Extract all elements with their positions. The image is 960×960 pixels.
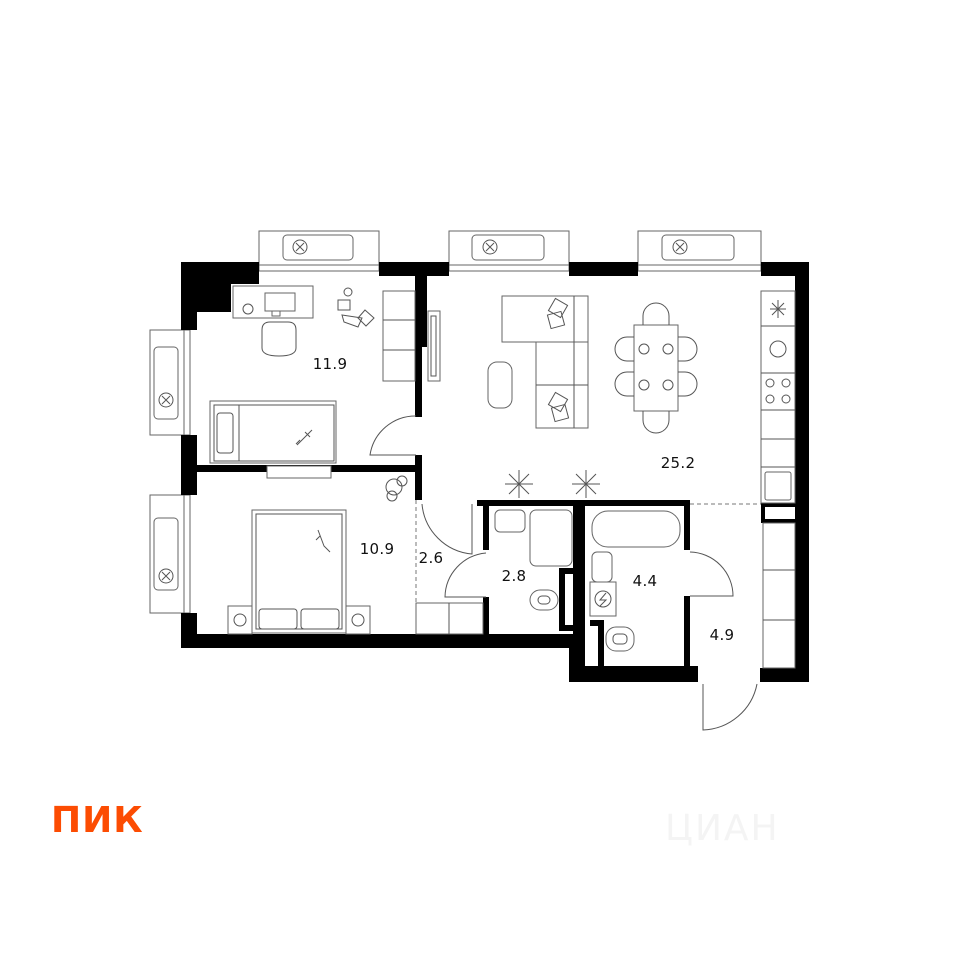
sink-icon xyxy=(764,471,792,501)
chair xyxy=(261,321,297,357)
hob-icon xyxy=(765,378,775,388)
washbasin-icon xyxy=(591,551,613,583)
toys xyxy=(337,287,375,328)
area-label-bedroom: 10.9 xyxy=(359,540,395,558)
coffee-table xyxy=(487,361,513,409)
dining-table xyxy=(614,302,698,434)
washer-icon xyxy=(769,340,787,358)
window-top-2 xyxy=(448,230,570,272)
bathroom-shower-fixtures xyxy=(494,509,573,611)
radiator xyxy=(266,465,332,479)
single-bed xyxy=(209,400,337,464)
hall-wardrobe xyxy=(762,522,796,669)
desk xyxy=(232,285,314,319)
electric-panel-icon xyxy=(589,581,617,617)
shower-icon xyxy=(529,509,573,567)
toilet-icon xyxy=(605,626,635,652)
nightstands xyxy=(227,605,371,635)
area-label-bathroom-shower: 2.8 xyxy=(501,567,527,585)
washbasin-icon xyxy=(494,509,526,533)
sofa xyxy=(501,295,589,429)
toilet-icon xyxy=(529,589,559,611)
fridge-icon xyxy=(770,300,786,318)
bathtub-icon xyxy=(591,510,681,548)
kitchen-counter xyxy=(760,290,796,504)
window-left-1 xyxy=(149,329,191,436)
area-label-bathroom-tub: 4.4 xyxy=(632,572,658,590)
doors xyxy=(369,415,758,731)
plant-bedroom xyxy=(385,475,408,502)
tv xyxy=(427,310,441,382)
window-top-3 xyxy=(637,230,762,272)
area-label-hallway-small: 2.6 xyxy=(418,549,444,567)
area-label-entrance-hall: 4.9 xyxy=(709,626,735,644)
double-bed xyxy=(251,509,347,634)
area-label-children-room: 11.9 xyxy=(312,355,348,373)
bathroom-tub-fixtures xyxy=(589,510,681,652)
window-top-1 xyxy=(258,230,380,272)
pik-logo: ПИК xyxy=(51,800,144,841)
area-label-kitchen-living: 25.2 xyxy=(660,454,696,472)
wardrobe-hall xyxy=(415,602,484,635)
bookshelf xyxy=(382,290,416,382)
cian-watermark: ЦИАН xyxy=(665,808,780,849)
plants-living xyxy=(505,470,600,498)
window-left-2 xyxy=(149,494,191,614)
